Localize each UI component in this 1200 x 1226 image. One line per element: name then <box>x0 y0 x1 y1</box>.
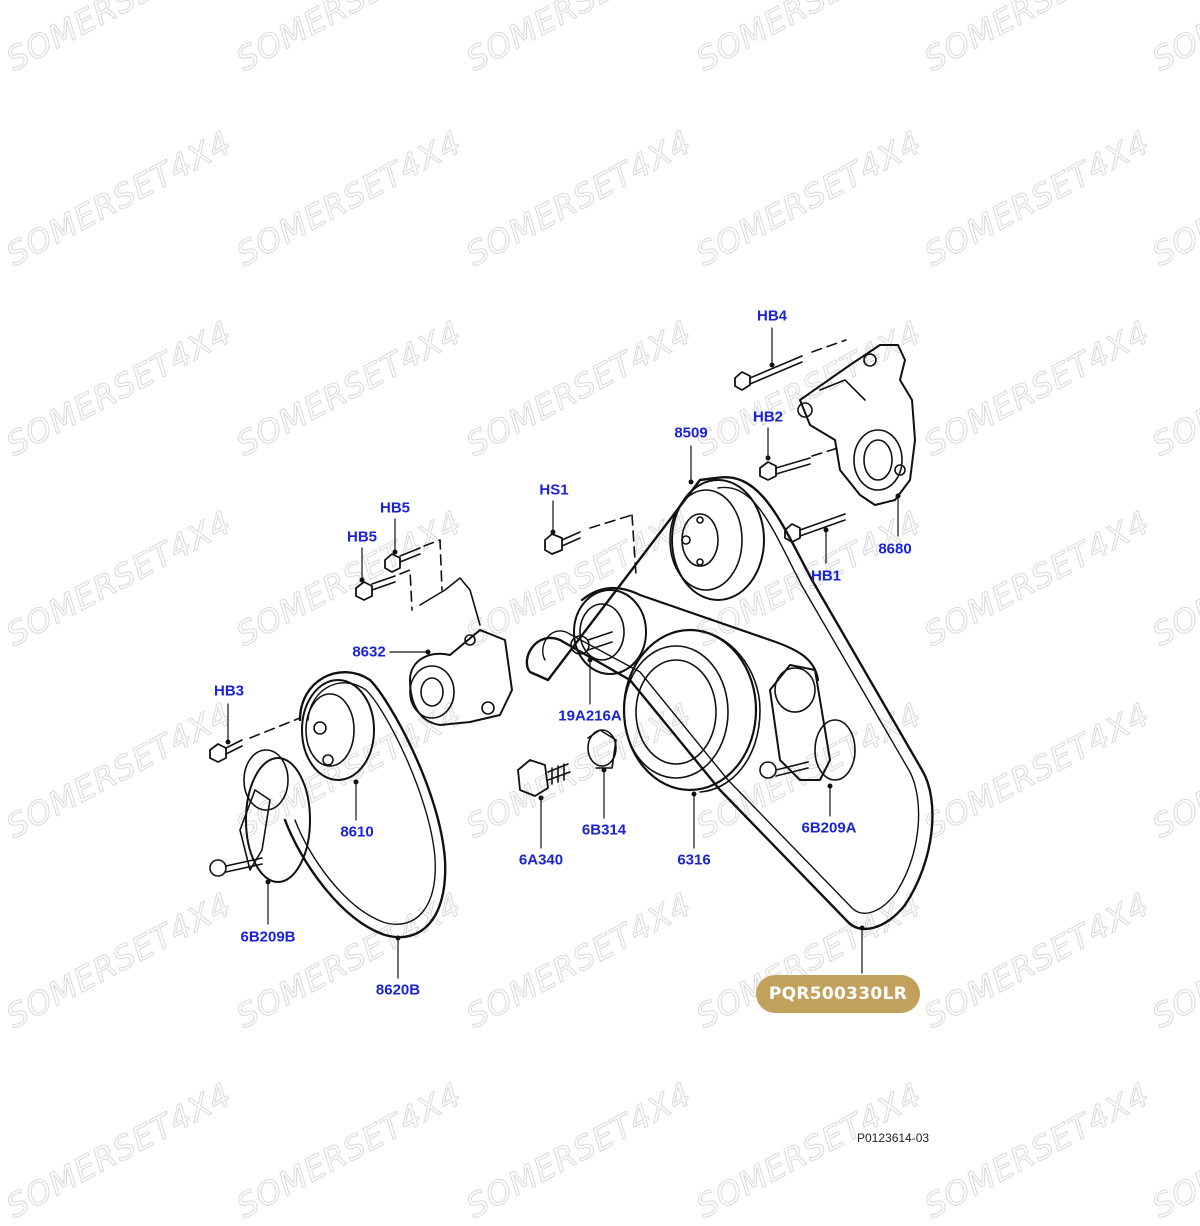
figure-reference: P0123614-03 <box>857 1131 930 1145</box>
callout-8632[interactable]: 8632 <box>352 643 386 661</box>
callout-hb5-upper[interactable]: HB5 <box>379 499 411 517</box>
callout-8680[interactable]: 8680 <box>878 540 912 558</box>
callout-hb3[interactable]: HB3 <box>213 682 245 700</box>
bolt-6a340 <box>517 759 571 797</box>
bolt-hb1 <box>784 513 846 543</box>
leader-lines <box>227 327 899 979</box>
callout-hb2[interactable]: HB2 <box>752 408 784 426</box>
pulley-8509 <box>669 479 765 601</box>
callout-hb4[interactable]: HB4 <box>756 307 788 325</box>
callout-6b209b[interactable]: 6B209B <box>240 928 296 946</box>
belt-drive-drawing <box>209 327 934 979</box>
leader-dots <box>225 362 901 941</box>
callout-6a340[interactable]: 6A340 <box>518 851 564 869</box>
bolt-hs1 <box>544 514 637 576</box>
callout-19a216a[interactable]: 19A216A <box>558 707 622 725</box>
bolt-hb2 <box>759 447 839 481</box>
callout-hb5-lower[interactable]: HB5 <box>346 528 378 546</box>
bolt-hb5-upper <box>384 539 443 591</box>
main-drive-belt <box>525 475 934 931</box>
idler-19a216a <box>570 589 647 675</box>
callout-8610[interactable]: 8610 <box>340 823 374 841</box>
callout-6316[interactable]: 6316 <box>677 851 711 869</box>
callout-hs1[interactable]: HS1 <box>539 481 569 499</box>
bolt-hb3 <box>209 717 301 763</box>
tensioner-6b209a <box>759 664 856 781</box>
bolt-hb5-lower <box>355 569 413 611</box>
damper-6316 <box>622 628 761 793</box>
bracket-8632 <box>409 577 513 726</box>
callout-8509[interactable]: 8509 <box>674 424 708 442</box>
callout-6b209a[interactable]: 6B209A <box>801 819 857 837</box>
bracket-8680 <box>797 344 916 506</box>
tensioner-6b209b <box>209 749 311 883</box>
pulley-8610 <box>301 679 375 781</box>
part-number-badge[interactable]: PQR500330LR <box>756 975 920 1013</box>
belt-8620b <box>283 670 447 939</box>
sleeve-6b314 <box>587 729 617 769</box>
bolt-hb4 <box>734 339 847 391</box>
callout-8620b[interactable]: 8620B <box>375 981 421 999</box>
callout-6b314[interactable]: 6B314 <box>581 821 627 839</box>
callout-hb1[interactable]: HB1 <box>810 567 842 585</box>
